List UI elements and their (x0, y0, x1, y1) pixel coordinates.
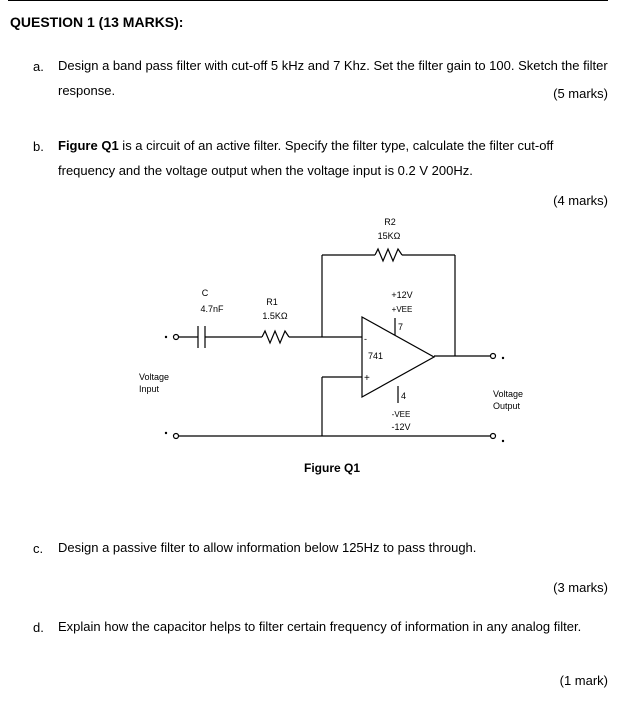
question-c-text: Design a passive filter to allow informa… (58, 540, 477, 555)
negative-supply-label: -12V (391, 422, 410, 432)
question-b-letter: b. (33, 139, 44, 154)
question-b-text: Figure Q1 is a circuit of an active filt… (58, 133, 613, 183)
output-label-line1: Voltage (493, 389, 523, 399)
ground-left-terminal (172, 432, 180, 440)
question-c-marks: (3 marks) (553, 580, 608, 595)
question-d-text: Explain how the capacitor helps to filte… (58, 619, 582, 634)
question-a-marks: (5 marks) (553, 86, 608, 101)
question-b-marks: (4 marks) (553, 193, 608, 208)
resistor-r2 (374, 247, 403, 263)
output-dot (501, 356, 505, 360)
pin-4-label: 4 (401, 391, 406, 401)
opamp-label: 741 (368, 351, 383, 361)
inverting-sign: - (364, 334, 367, 344)
top-rule (8, 0, 608, 1)
capacitor-value: 4.7nF (200, 304, 224, 314)
vee-pin-label: -VEE (392, 410, 411, 419)
pin-7-label: 7 (398, 322, 403, 332)
ground-right-dot (501, 439, 505, 443)
output-terminal (489, 352, 497, 360)
question-d-letter: d. (33, 620, 44, 635)
resistor-r1 (261, 329, 290, 345)
question-b-body: is a circuit of an active filter. Specif… (58, 138, 554, 178)
noninverting-sign: + (364, 373, 370, 384)
question-a-text: Design a band pass filter with cut-off 5… (58, 58, 608, 98)
vcc-pin-label: +VEE (392, 305, 413, 314)
input-label-line2: Input (139, 384, 160, 394)
r1-value: 1.5KΩ (262, 311, 288, 321)
output-label-line2: Output (493, 401, 521, 411)
capacitor-label: C (202, 288, 209, 298)
question-d-marks: (1 mark) (559, 673, 608, 688)
question-a-letter: a. (33, 59, 44, 74)
opamp-triangle (361, 315, 436, 399)
r2-label: R2 (384, 217, 396, 227)
r1-label: R1 (266, 297, 278, 307)
r2-value: 15KΩ (378, 231, 401, 241)
question-c-letter: c. (33, 541, 44, 556)
input-terminal (172, 333, 180, 341)
ground-right-terminal (489, 432, 497, 440)
figure-caption: Figure Q1 (304, 461, 361, 475)
input-label-line1: Voltage (139, 372, 169, 382)
input-dot (164, 335, 168, 339)
ground-left-dot (164, 431, 168, 435)
page-title: QUESTION 1 (13 MARKS): (10, 14, 184, 30)
positive-supply-label: +12V (391, 290, 412, 300)
figure-reference: Figure Q1 (58, 138, 119, 153)
